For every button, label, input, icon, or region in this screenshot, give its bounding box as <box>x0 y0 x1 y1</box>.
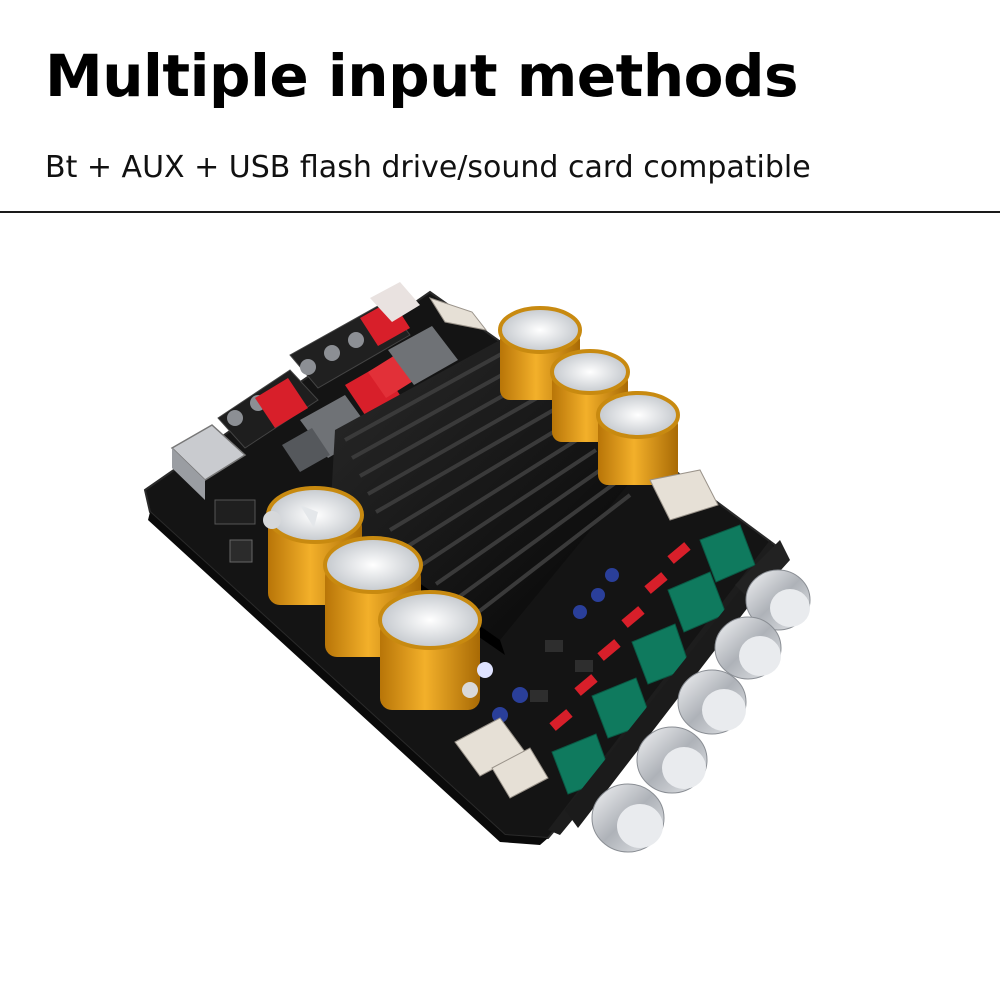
page-subtitle: Bt + AUX + USB flash drive/sound card co… <box>45 150 811 185</box>
product-photo <box>0 213 1000 1000</box>
inductors <box>282 326 458 472</box>
capacitors-rear <box>498 306 680 485</box>
knob-1 <box>745 569 811 631</box>
knob-5 <box>591 783 665 853</box>
white-connectors <box>428 297 719 799</box>
small-components <box>214 499 619 723</box>
capacitors-front <box>266 486 482 710</box>
page-title: Multiple input methods <box>45 42 799 110</box>
knob-2 <box>714 616 782 680</box>
knob-3 <box>677 669 747 735</box>
red-resistors <box>549 542 691 731</box>
knob-4 <box>636 726 708 794</box>
dc-power-jack <box>170 424 247 500</box>
header-divider <box>0 211 1000 213</box>
control-knobs <box>591 569 811 853</box>
